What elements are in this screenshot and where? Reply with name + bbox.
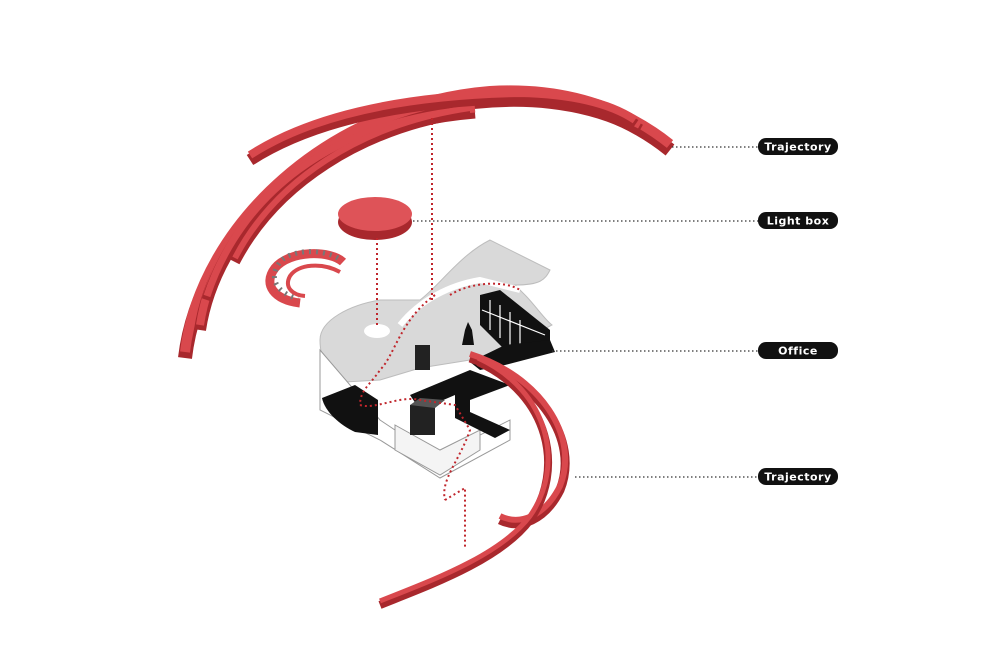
label-text: Trajectory [764,471,831,484]
white-block [395,425,480,475]
ring-body [270,254,343,303]
light-box [338,197,412,240]
label-trajectory-top: Trajectory [758,138,838,155]
label-office: Office [758,342,838,359]
light-box-top [338,197,412,231]
ring-inner [288,266,340,296]
black-column [415,345,430,370]
label-text: Light box [767,215,830,228]
black-cabinet [410,405,435,435]
label-text: Trajectory [764,141,831,154]
ground-guide-line [445,488,465,548]
label-text: Office [778,345,818,358]
skylight-opening [364,324,390,338]
label-light-box: Light box [758,212,838,229]
red-ring [270,252,343,303]
label-trajectory-bottom: Trajectory [758,468,838,485]
building [320,240,555,500]
